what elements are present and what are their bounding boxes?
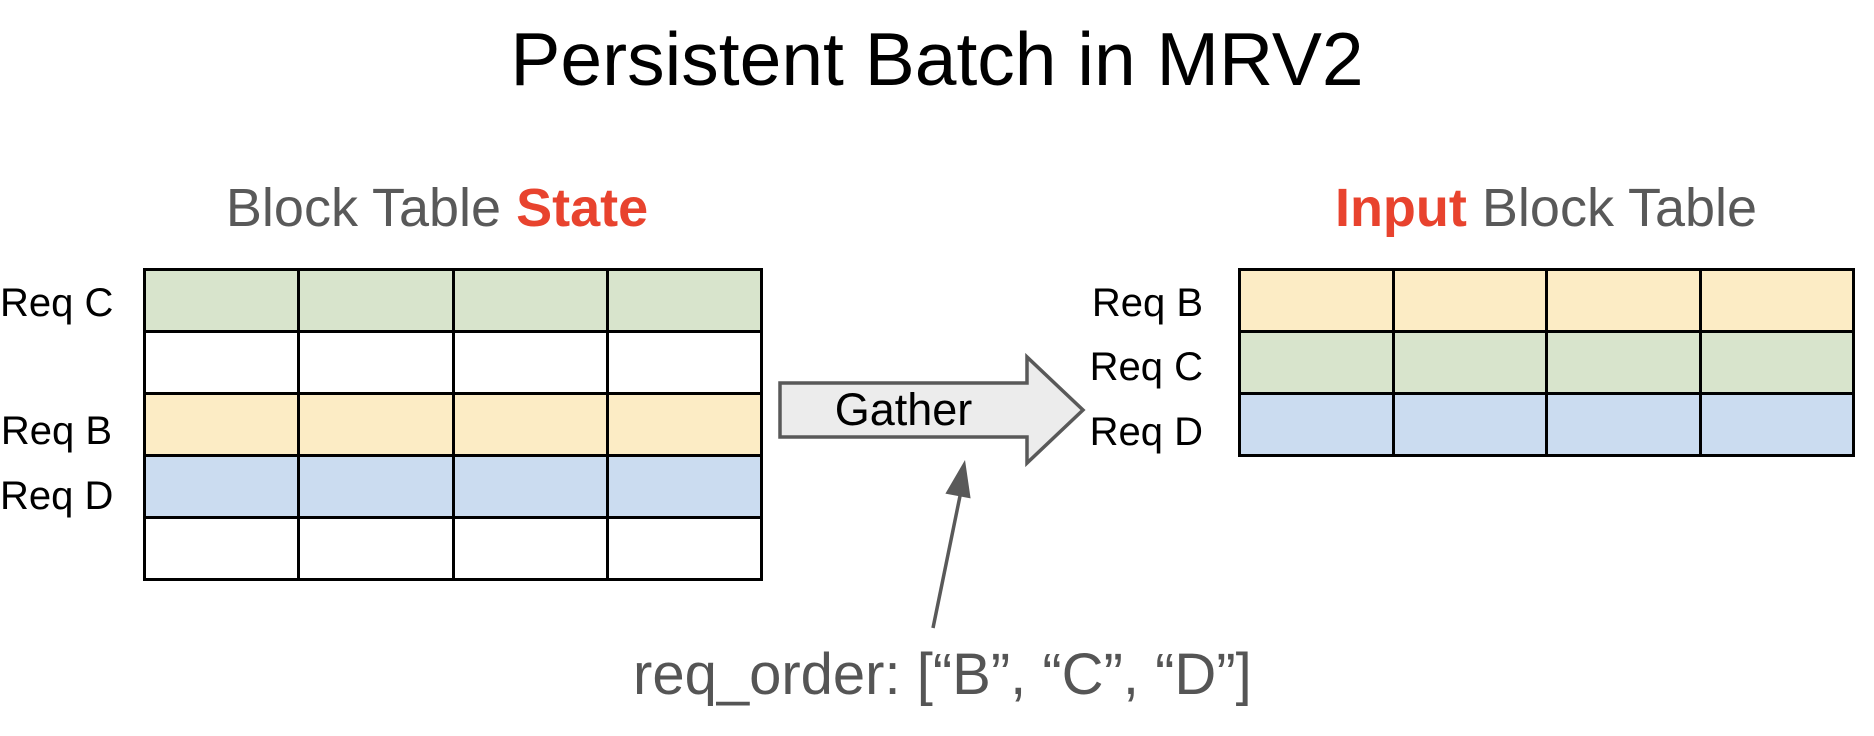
req-order-annotation: req_order: [“B”, “C”, “D”]: [633, 642, 1252, 707]
cell: [451, 268, 609, 333]
table-row: [142, 516, 764, 581]
table-row: [1238, 330, 1855, 395]
cell: [142, 516, 301, 581]
cell: [142, 454, 301, 519]
cell: [605, 330, 764, 395]
cell: [1698, 392, 1855, 457]
annotation-arrow-line: [931, 495, 962, 629]
cell: [451, 454, 609, 519]
annotation-arrow-head: [945, 460, 971, 499]
cell: [605, 454, 764, 519]
cell: [297, 454, 455, 519]
cell: [1391, 268, 1548, 333]
cell: [605, 392, 764, 457]
cell: [142, 392, 301, 457]
cell: [297, 330, 455, 395]
cell: [1698, 268, 1855, 333]
left-heading-highlight: State: [516, 178, 649, 238]
cell: [1391, 330, 1548, 395]
right-heading-highlight: Input: [1334, 178, 1467, 238]
cell: [1545, 392, 1702, 457]
cell: [605, 268, 764, 333]
table-row: [142, 392, 764, 457]
left-table-heading: Block Table State: [137, 176, 737, 241]
right-table-heading: Input Block Table: [1246, 176, 1846, 241]
table-row: [1238, 392, 1855, 457]
left-heading-prefix: Block Table: [225, 178, 517, 238]
cell: [451, 516, 609, 581]
input-block-table: [1238, 268, 1855, 457]
cell: [1238, 392, 1395, 457]
row-label-req-d-input: Req D: [1089, 410, 1203, 454]
cell: [297, 392, 455, 457]
cell: [297, 516, 455, 581]
cell: [1238, 268, 1395, 333]
table-row: [1238, 268, 1855, 333]
block-table-state: [142, 268, 764, 581]
table-row: [142, 454, 764, 519]
cell: [297, 268, 455, 333]
row-label-req-b-input: Req B: [1091, 281, 1203, 325]
cell: [142, 330, 301, 395]
row-label-req-c-input: Req C: [1089, 345, 1203, 389]
cell: [1238, 330, 1395, 395]
row-label-req-d: Req D: [0, 474, 114, 518]
cell: [451, 392, 609, 457]
cell: [142, 268, 301, 333]
gather-arrow-label: Gather: [834, 384, 973, 435]
cell: [451, 330, 609, 395]
row-label-req-c: Req C: [0, 281, 114, 325]
cell: [1391, 392, 1548, 457]
cell: [1545, 330, 1702, 395]
table-row: [142, 330, 764, 395]
cell: [1698, 330, 1855, 395]
cell: [1545, 268, 1702, 333]
row-label-req-b: Req B: [0, 409, 112, 453]
gather-block-arrow: [778, 352, 1086, 468]
page-title: Persistent Batch in MRV2: [510, 17, 1364, 101]
cell: [605, 516, 764, 581]
right-heading-suffix: Block Table: [1466, 178, 1758, 238]
table-row: [142, 268, 764, 333]
